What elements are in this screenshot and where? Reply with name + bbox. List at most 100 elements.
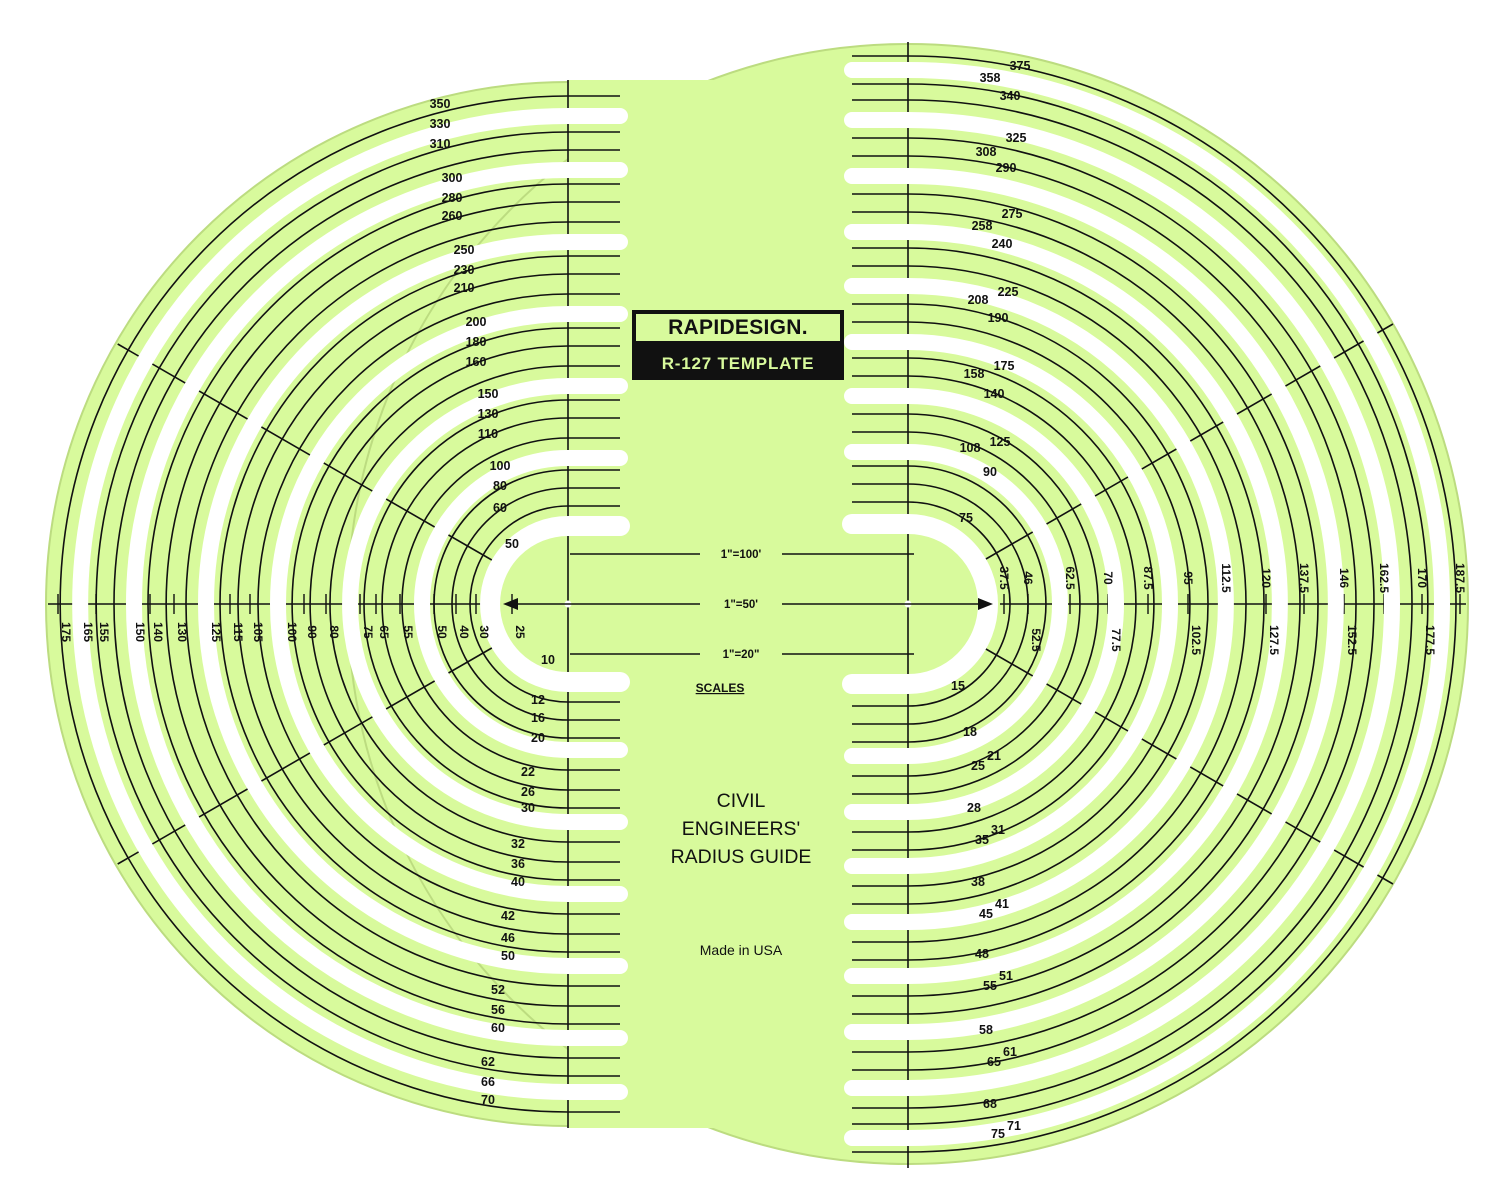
right-axis-upper-label-7: 120 [1259,568,1273,588]
right-rule-7 [852,321,1191,887]
right-slot-5 [844,224,1288,984]
left-upper-label-0-0: 350 [430,97,451,111]
right-rule-10 [852,247,1265,961]
right-upper-label-5-0: 125 [990,435,1011,449]
right-slot-4 [844,278,1234,930]
right-lower-label-4-2: 55 [983,979,997,993]
left-upper-label-0-1: 330 [430,117,451,131]
right-lower-label-1-2: 25 [971,759,985,773]
left-rule-4 [381,417,620,791]
right-axis-upper-label-10: 162.5 [1377,563,1391,593]
right-upper-label-3-2: 190 [988,311,1009,325]
left-rule-8 [291,327,620,881]
left-axis-label-1: 165 [81,622,95,642]
right-axis-lower-label-2: 102.5 [1189,625,1203,655]
scale-label-100: 1"=100' [721,549,762,561]
left-axis-label-16: 40 [457,625,471,639]
left-axis-label-5: 130 [175,622,189,642]
right-upper-label-6-0: 75 [959,511,973,525]
left-slot-2 [342,378,628,830]
left-lower-label-3-1: 36 [511,857,525,871]
right-lower-label-1-1: 21 [987,749,1001,763]
right-rule-9 [852,265,1247,943]
left-lower-label-1-0: 12 [531,693,545,707]
left-upper-label-1-2: 260 [442,209,463,223]
right-upper-label-2-1: 258 [972,219,993,233]
left-rule-5 [363,399,620,809]
left-lower-label-4-2: 50 [501,949,515,963]
left-axis-label-2: 155 [97,622,111,642]
left-rule-13 [165,201,620,1007]
radius-labels: 3503303103002802602502302102001801601501… [59,59,1467,1141]
left-rule-17 [59,95,620,1113]
right-rule-5 [852,375,1137,833]
right-upper-label-4-2: 140 [984,387,1005,401]
right-rule-6 [852,357,1155,851]
right-axis-lower-label-1: 77.5 [1109,628,1123,652]
right-rule-4 [852,413,1099,795]
title-line-2: ENGINEERS' [682,818,801,840]
scale-arrow-right [978,598,993,610]
right-axis-upper-label-9: 146 [1337,568,1351,588]
right-axis-upper-label-8: 137.5 [1297,563,1311,593]
left-upper-label-5-1: 80 [493,479,507,493]
right-upper-label-0-2: 340 [1000,89,1021,103]
right-upper-label-1-1: 308 [976,145,997,159]
right-upper-label-4-0: 175 [994,359,1015,373]
right-upper-label-2-0: 275 [1002,207,1023,221]
left-upper-label-6-0: 50 [505,537,519,551]
left-rule-11 [219,255,620,953]
right-axis-upper-label-5: 95 [1181,571,1195,585]
left-slot-6 [72,108,628,1100]
right-upper-label-5-1: 108 [960,441,981,455]
right-upper-label-3-0: 225 [998,285,1019,299]
right-lower-label-4-1: 51 [999,969,1013,983]
brand-name: RAPIDESIGN. [668,316,808,339]
left-slot-1 [414,450,628,758]
left-rule-15 [113,149,620,1059]
left-upper-label-3-2: 160 [466,355,487,369]
left-axis-label-10: 90 [305,625,319,639]
left-slot-0 [480,516,630,692]
right-lower-label-4-0: 48 [975,947,989,961]
left-lower-label-1-1: 16 [531,711,545,725]
left-upper-label-2-0: 250 [454,243,475,257]
left-axis-label-13: 65 [377,625,391,639]
right-upper-label-0-0: 375 [1010,59,1031,73]
right-slot-2 [844,388,1124,820]
right-axis-lower-label-0: 52.5 [1029,628,1043,652]
left-upper-label-3-1: 180 [466,335,487,349]
left-lower-label-5-0: 52 [491,983,505,997]
left-axis-label-8: 105 [251,622,265,642]
right-lower-label-2-2: 35 [975,833,989,847]
left-upper-label-5-0: 100 [490,459,511,473]
left-lower-label-0-0: 10 [541,653,555,667]
right-lower-label-2-0: 28 [967,801,981,815]
right-rule-14 [852,137,1375,1071]
right-lower-label-5-2: 65 [987,1055,1001,1069]
right-axis-lower-label-4: 152.5 [1345,625,1359,655]
left-lower-label-3-2: 40 [511,875,525,889]
left-rule-9 [257,293,620,915]
left-lower-label-4-1: 46 [501,931,515,945]
right-upper-label-2-2: 240 [992,237,1013,251]
left-rule-7 [309,345,620,863]
right-slot-8 [844,62,1450,1146]
scale-label-20: 1"=20" [723,649,760,661]
left-upper-label-4-0: 150 [478,387,499,401]
right-rule-13 [852,155,1357,1053]
brand-model: R-127 TEMPLATE [662,354,815,373]
right-axis-upper-label-0: 37.5 [997,566,1011,590]
right-lower-label-3-2: 45 [979,907,993,921]
scale-label-50: 1"=50' [724,599,758,611]
right-slot-6 [844,168,1344,1040]
right-upper-label-1-2: 290 [996,161,1017,175]
left-lower-label-4-0: 42 [501,909,515,923]
left-upper-label-4-2: 110 [478,427,498,441]
right-lower-label-5-1: 61 [1003,1045,1017,1059]
left-lower-label-2-2: 30 [521,801,535,815]
right-upper-label-0-1: 358 [980,71,1001,85]
left-slot-4 [198,234,628,974]
right-rule-0 [852,501,1011,707]
